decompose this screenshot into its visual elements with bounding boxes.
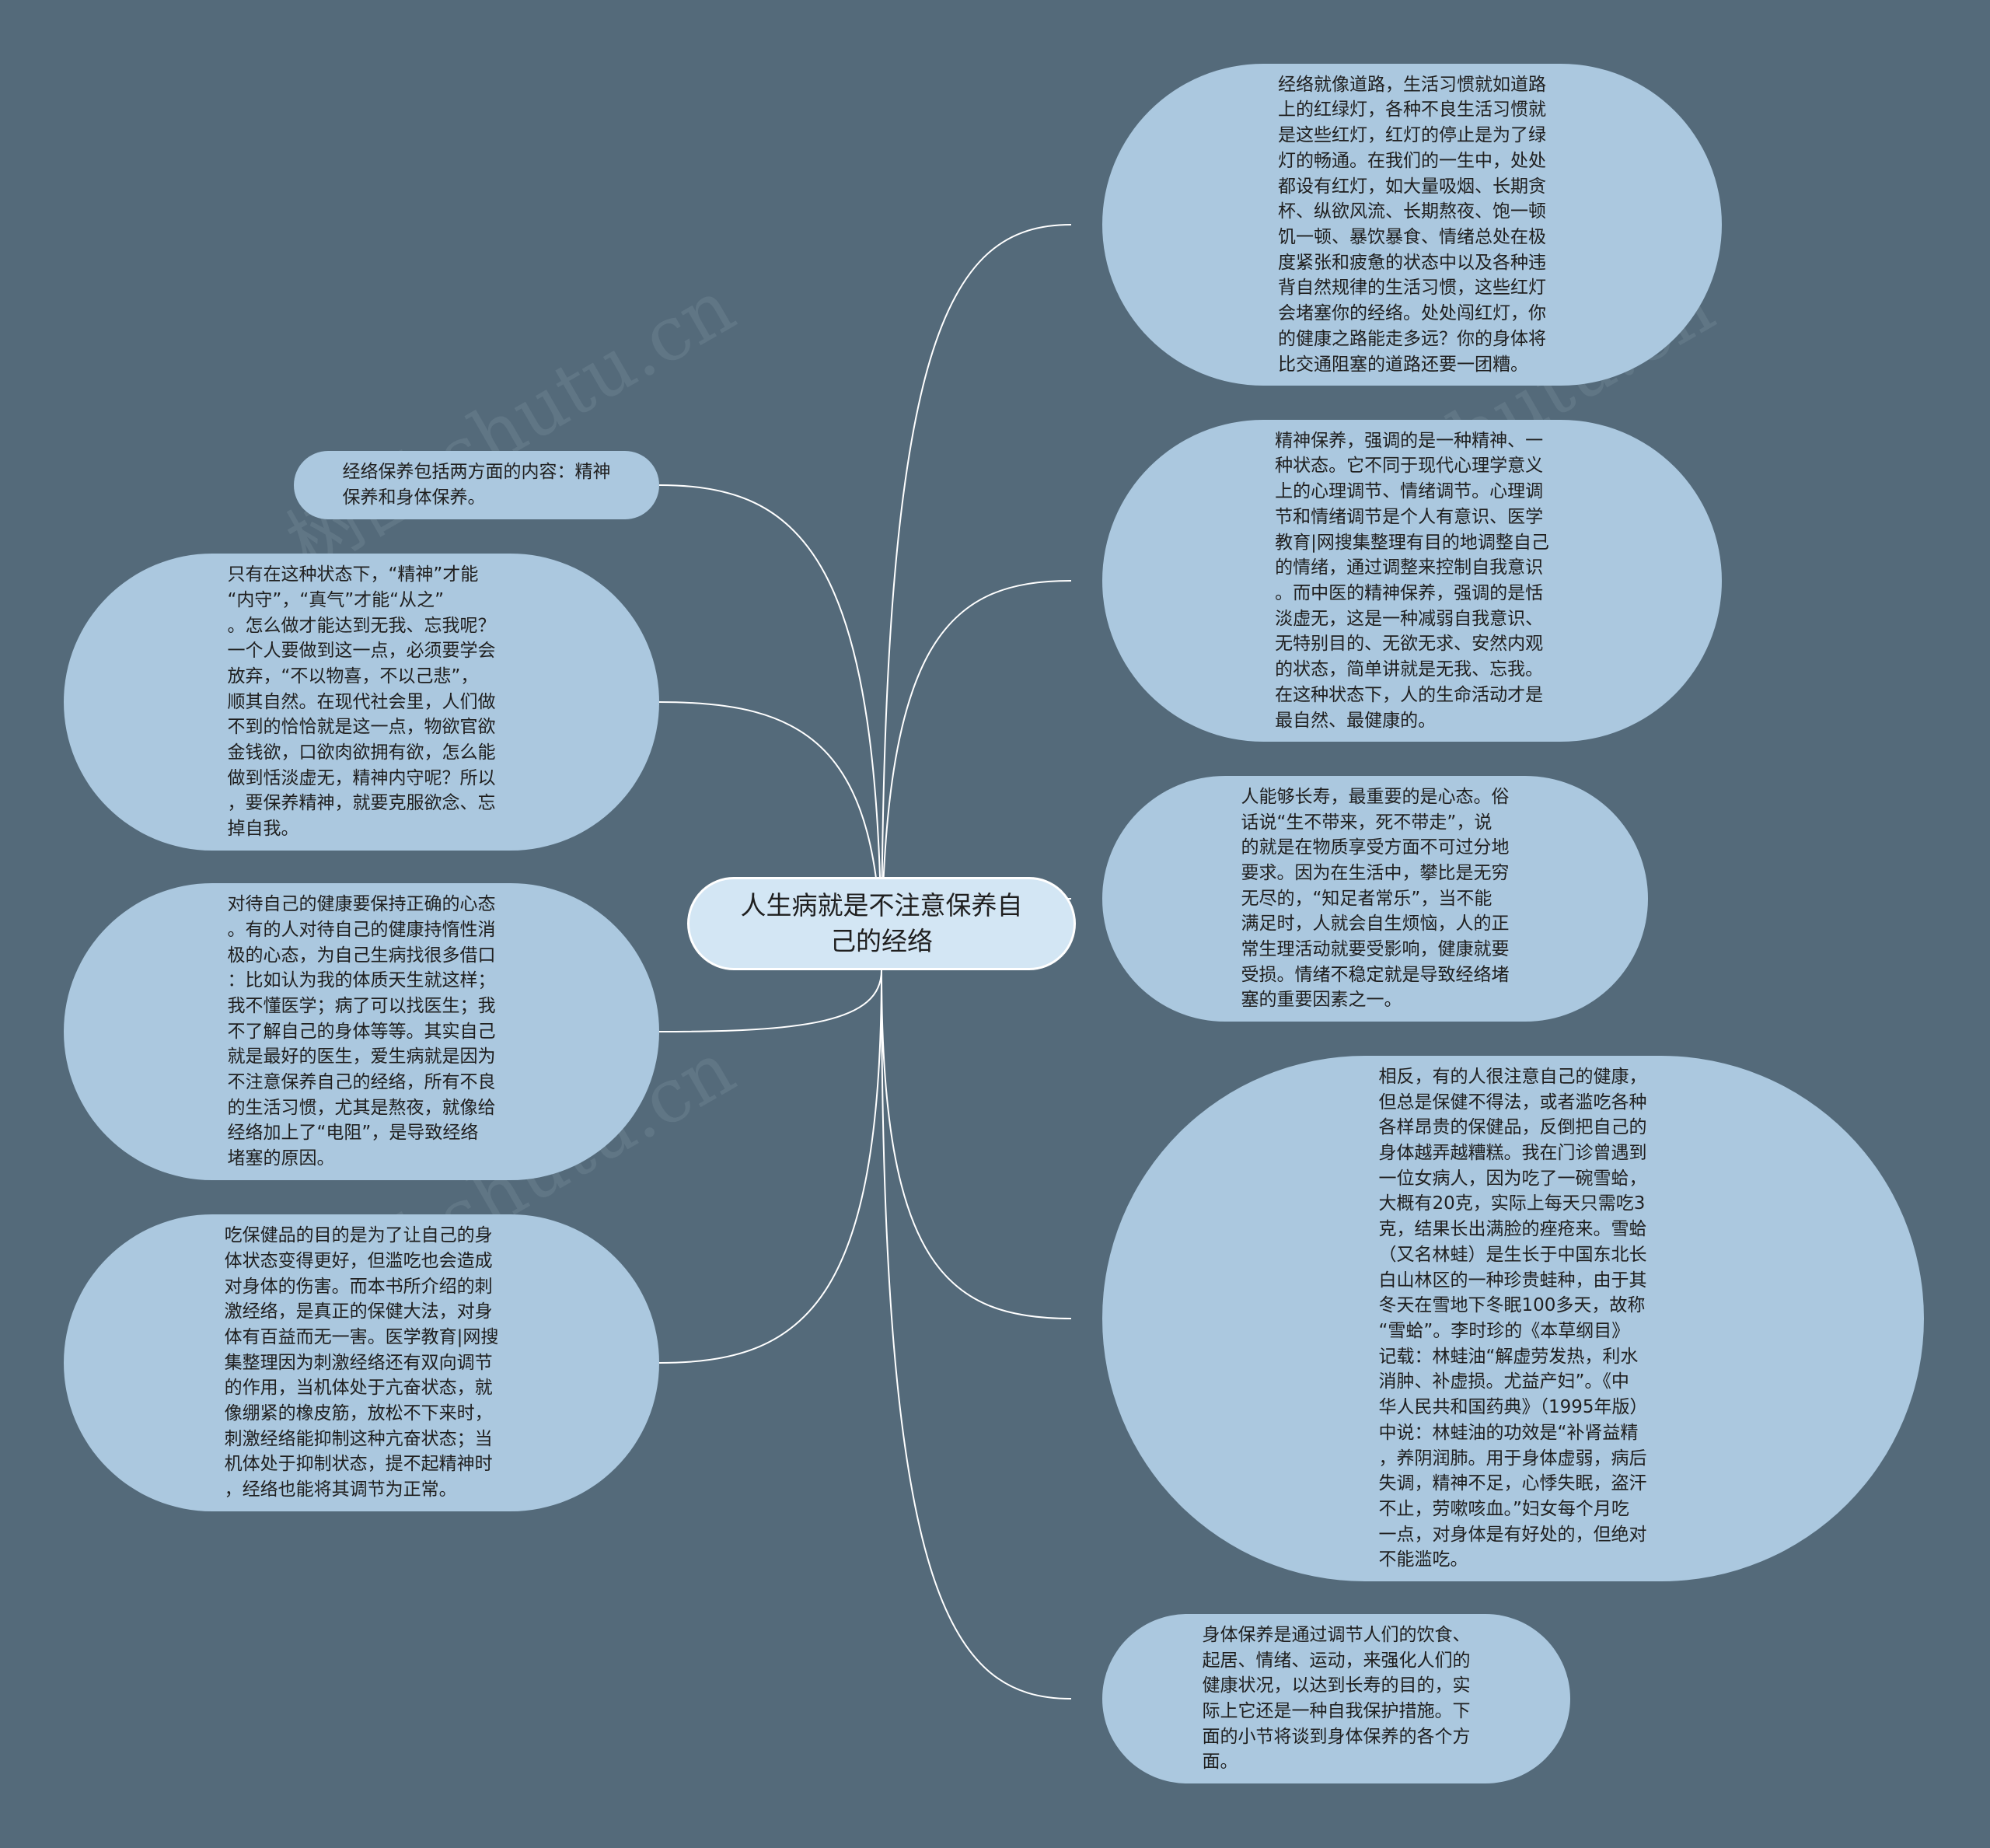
topic-node-text: 对待自己的健康要保持正确的心态 。有的人对待自己的健康持惰性消 极的心态，为自己… — [227, 894, 496, 1169]
central-topic[interactable]: 人生病就是不注意保养自 己的经络 — [687, 877, 1076, 970]
topic-node-text: 经络保养包括两方面的内容：精神 保养和身体保养。 — [342, 462, 611, 508]
topic-node-health-attitude[interactable]: 对待自己的健康要保持正确的心态 。有的人对待自己的健康持惰性消 极的心态，为自己… — [64, 883, 659, 1180]
topic-node-road-analogy[interactable]: 经络就像道路，生活习惯就如道路 上的红绿灯，各种不良生活习惯就 是这些红灯，红灯… — [1102, 64, 1722, 386]
connector-line — [881, 969, 1072, 1700]
connector-line — [881, 580, 1072, 971]
connector-line — [881, 969, 1072, 1319]
topic-node-mindset[interactable]: 人能够长寿，最重要的是心态。俗 话说“生不带来，死不带走”，说 的就是在物质享受… — [1102, 776, 1648, 1022]
topic-node-text: 经络就像道路，生活习惯就如道路 上的红绿灯，各种不良生活习惯就 是这些红灯，红灯… — [1278, 74, 1546, 375]
connector-line — [658, 969, 882, 1364]
connector-line — [881, 224, 1072, 971]
topic-node-text: 相反，有的人很注意自己的健康， 但总是保健不得法，或者滥吃各种 各样昂贵的保健品… — [1378, 1066, 1648, 1570]
topic-node-text: 身体保养是通过调节人们的饮食、 起居、情绪、运动，来强化人们的 健康状况，以达到… — [1202, 1624, 1471, 1773]
connector-line — [658, 484, 882, 971]
central-topic-label: 人生病就是不注意保养自 己的经络 — [740, 890, 1023, 956]
topic-node-text: 精神保养，强调的是一种精神、一 种状态。它不同于现代心理学意义 上的心理调节、情… — [1275, 430, 1549, 731]
topic-node-selflessness[interactable]: 只有在这种状态下，“精神”才能 “内守”，“真气”才能“从之” 。怎么做才能达到… — [64, 554, 659, 851]
topic-node-supplements-misuse[interactable]: 相反，有的人很注意自己的健康， 但总是保健不得法，或者滥吃各种 各样昂贵的保健品… — [1102, 1056, 1924, 1581]
topic-node-text: 只有在这种状态下，“精神”才能 “内守”，“真气”才能“从之” 。怎么做才能达到… — [227, 564, 496, 840]
topic-node-two-aspects[interactable]: 经络保养包括两方面的内容：精神 保养和身体保养。 — [294, 451, 659, 519]
topic-node-meridian-stimulation[interactable]: 吃保健品的目的是为了让自己的身 体状态变得更好，但滥吃也会造成 对身体的伤害。而… — [64, 1214, 659, 1511]
topic-node-body-care[interactable]: 身体保养是通过调节人们的饮食、 起居、情绪、运动，来强化人们的 健康状况，以达到… — [1102, 1614, 1570, 1783]
connector-line — [658, 969, 882, 1032]
topic-node-mental-care[interactable]: 精神保养，强调的是一种精神、一 种状态。它不同于现代心理学意义 上的心理调节、情… — [1102, 420, 1722, 742]
topic-node-text: 吃保健品的目的是为了让自己的身 体状态变得更好，但滥吃也会造成 对身体的伤害。而… — [224, 1225, 499, 1500]
topic-node-text: 人能够长寿，最重要的是心态。俗 话说“生不带来，死不带走”，说 的就是在物质享受… — [1241, 786, 1510, 1011]
